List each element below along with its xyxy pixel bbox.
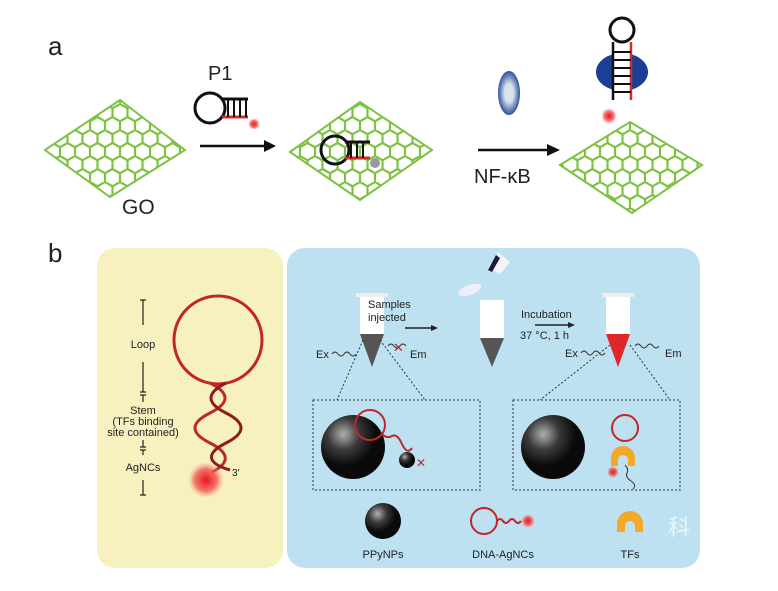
agncs-label: AgNCs — [126, 462, 161, 474]
arrow-inject — [405, 325, 438, 331]
graphene-oxide-sheet-3 — [558, 120, 704, 215]
legend-tfs: TFs — [617, 511, 643, 561]
incubation-label: Incubation — [521, 309, 572, 321]
ppynp-with-tf-complex — [521, 414, 639, 490]
excitation-wave-2 — [580, 350, 606, 356]
ex-label-2: Ex — [565, 348, 578, 360]
legend-tfs-label: TFs — [621, 549, 640, 561]
watermark: 科 — [668, 516, 690, 541]
zoom-box-before — [312, 399, 481, 491]
samples-label: Samples — [368, 299, 411, 311]
svg-text:✕: ✕ — [416, 456, 426, 470]
ex-label-1: Ex — [316, 349, 329, 361]
nf-kb-label: NF-κB — [474, 166, 531, 188]
probe-protein-complex — [596, 16, 648, 124]
em-label-2: Em — [665, 348, 682, 360]
legend-ppynps-label: PPyNPs — [363, 549, 404, 561]
tube-before — [356, 293, 388, 367]
arrow-2 — [478, 144, 560, 156]
tube-injected — [458, 252, 510, 367]
zoom-lines — [336, 339, 671, 401]
quenched-x-icon: ✕ — [393, 340, 404, 355]
panel-a-label: a — [48, 31, 63, 61]
emission-wave-1 — [387, 343, 407, 349]
graphene-oxide-sheet-2 — [288, 100, 434, 202]
arrow-incubate — [535, 322, 575, 328]
loop-label: Loop — [131, 339, 155, 351]
probe-structure-panel — [97, 248, 283, 568]
nf-kb-protein-icon — [498, 71, 520, 115]
assay-workflow-panel — [287, 248, 700, 568]
legend-dna-agncs-label: DNA-AgNCs — [472, 549, 534, 561]
panel-b-label: b — [48, 238, 62, 268]
legend-dna-agncs: DNA-AgNCs — [470, 507, 535, 561]
go-label: GO — [122, 196, 155, 219]
emission-wave-2 — [634, 343, 660, 349]
em-label-1: Em — [410, 349, 427, 361]
tube-after — [602, 293, 634, 367]
excitation-wave-1 — [331, 351, 357, 357]
injected-label: injected — [368, 312, 406, 324]
stem-label: Stem — [130, 405, 156, 417]
p1-hairpin-probe — [193, 91, 260, 130]
incubation-conditions: 37 °C, 1 h — [520, 330, 569, 342]
legend-ppynps: PPyNPs — [363, 503, 404, 561]
stem-note-1: (TFs binding — [112, 416, 173, 428]
arrow-1 — [200, 140, 276, 152]
zoom-box-after — [512, 399, 681, 491]
three-prime-label: 3' — [232, 468, 240, 479]
graphene-oxide-sheet-1 — [43, 98, 187, 199]
ppynp-with-probe: ✕ — [321, 409, 426, 479]
dna-agncs-hairpin: 3' — [172, 294, 264, 498]
p1-label: P1 — [208, 63, 232, 85]
stem-note-2: site contained) — [107, 427, 179, 439]
scale-bars — [140, 299, 146, 496]
